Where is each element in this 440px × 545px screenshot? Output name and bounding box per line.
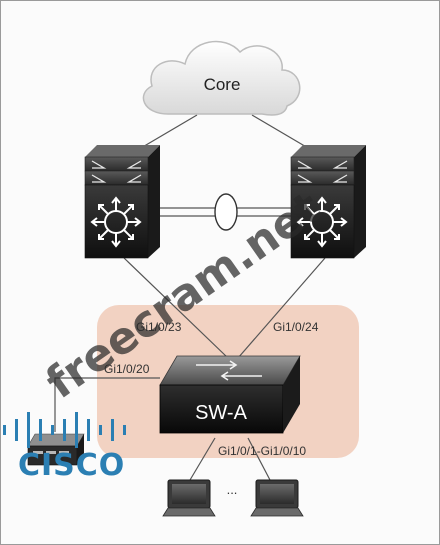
- workgroup-switch-icon: SW-A: [159, 355, 301, 434]
- cloud-icon: Core: [142, 40, 301, 116]
- port-label-gi1-0-24: Gi1/0/24: [273, 320, 319, 334]
- link-swa-laptop-1: [189, 437, 216, 481]
- link-swa-server: [54, 377, 160, 432]
- laptop-1-icon: [162, 479, 216, 517]
- multilayer-switch-left-icon: [84, 145, 160, 259]
- port-label-access-range: Gi1/0/1-Gi1/0/10: [218, 444, 306, 458]
- cisco-wordmark: CISCO: [18, 448, 125, 483]
- laptop-2-icon: [250, 479, 304, 517]
- port-label-gi1-0-20: Gi1/0/20: [104, 362, 150, 376]
- port-label-gi1-0-23: Gi1/0/23: [136, 320, 182, 334]
- link-swa-laptop-2: [247, 437, 271, 481]
- multilayer-switch-right-icon: [290, 145, 366, 259]
- cisco-logo: CISCO: [3, 412, 126, 483]
- link-dist-right-swa: [237, 257, 326, 359]
- network-links: [54, 114, 326, 481]
- etherchannel-oval-icon: [214, 193, 238, 231]
- hosts-ellipsis: ...: [227, 482, 238, 497]
- switch-label: SW-A: [195, 402, 248, 424]
- core-label: Core: [204, 75, 241, 94]
- link-dist-left-swa: [123, 257, 229, 359]
